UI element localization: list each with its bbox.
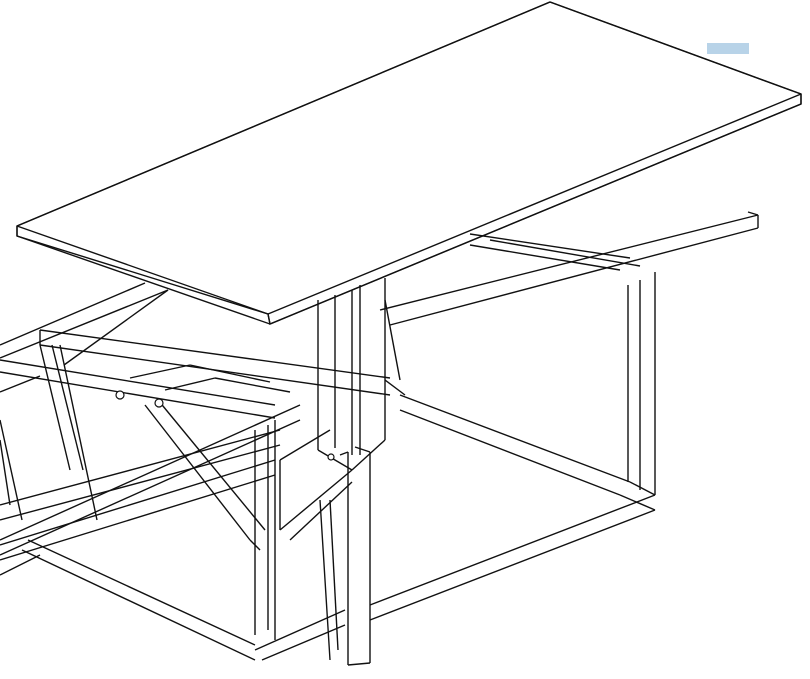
frame-edge — [267, 313, 271, 325]
frame-edge — [384, 299, 401, 381]
frame-edge — [384, 379, 406, 396]
frame-edge — [351, 439, 386, 471]
frame-edge — [214, 377, 291, 393]
frame-edge — [469, 233, 631, 259]
frame-edge — [399, 394, 631, 483]
frame-edge — [354, 446, 371, 453]
frame-edge — [27, 539, 256, 646]
frame-edge — [267, 93, 802, 315]
bolt-hole — [327, 453, 335, 461]
frame-edge — [469, 244, 621, 271]
frame-edge — [59, 344, 98, 521]
frame-edge — [0, 282, 146, 346]
frame-edge — [0, 459, 276, 546]
frame-members — [0, 1, 802, 666]
frame-edge — [144, 404, 251, 541]
frame-edge — [549, 1, 802, 95]
frame-edge — [0, 429, 281, 506]
frame-edge — [0, 554, 41, 576]
frame-edge — [39, 344, 71, 471]
bolt-hole — [154, 398, 164, 408]
frame-edge — [347, 662, 371, 666]
frame-edge — [254, 609, 346, 651]
frame-edge — [63, 289, 169, 366]
frame-edge — [389, 227, 759, 326]
frame-edge — [279, 469, 353, 531]
frame-edge — [269, 103, 802, 325]
frame-edge — [0, 375, 41, 393]
frame-edge — [0, 289, 169, 359]
frame-edge — [0, 359, 276, 406]
frame-edge — [16, 235, 271, 325]
frame-edge — [0, 404, 301, 541]
frame-edge — [747, 211, 759, 216]
frame-edge — [379, 214, 759, 311]
bolt-hole — [115, 390, 125, 400]
frame-edge — [0, 419, 23, 521]
frame-edge — [164, 377, 216, 391]
frame-edge — [279, 429, 331, 461]
frame-edge — [189, 364, 271, 383]
frame-edge — [21, 549, 256, 661]
frame-edge — [319, 499, 331, 661]
frame-edge — [0, 419, 301, 556]
frame-edge — [0, 444, 281, 521]
frame-edge — [39, 329, 391, 379]
frame-edge — [261, 624, 346, 661]
frame-edge — [16, 1, 551, 227]
frame-edge — [369, 509, 656, 621]
frame-edge — [339, 451, 349, 456]
frame-edge — [399, 409, 621, 496]
frame-edge — [129, 364, 191, 379]
frame-edge — [369, 494, 656, 606]
bolt-holes — [115, 390, 335, 461]
frame-edge — [16, 225, 269, 315]
frame-edge — [329, 499, 339, 651]
frame-edge — [0, 474, 276, 561]
highlight-marker — [707, 43, 749, 54]
frame-edge — [51, 344, 84, 471]
frame-edge — [0, 371, 276, 419]
frame-edge — [317, 449, 353, 471]
frame-edge — [157, 399, 266, 531]
frame-edge — [629, 481, 656, 496]
frame-edge — [489, 239, 641, 267]
frame-edge — [0, 439, 11, 506]
